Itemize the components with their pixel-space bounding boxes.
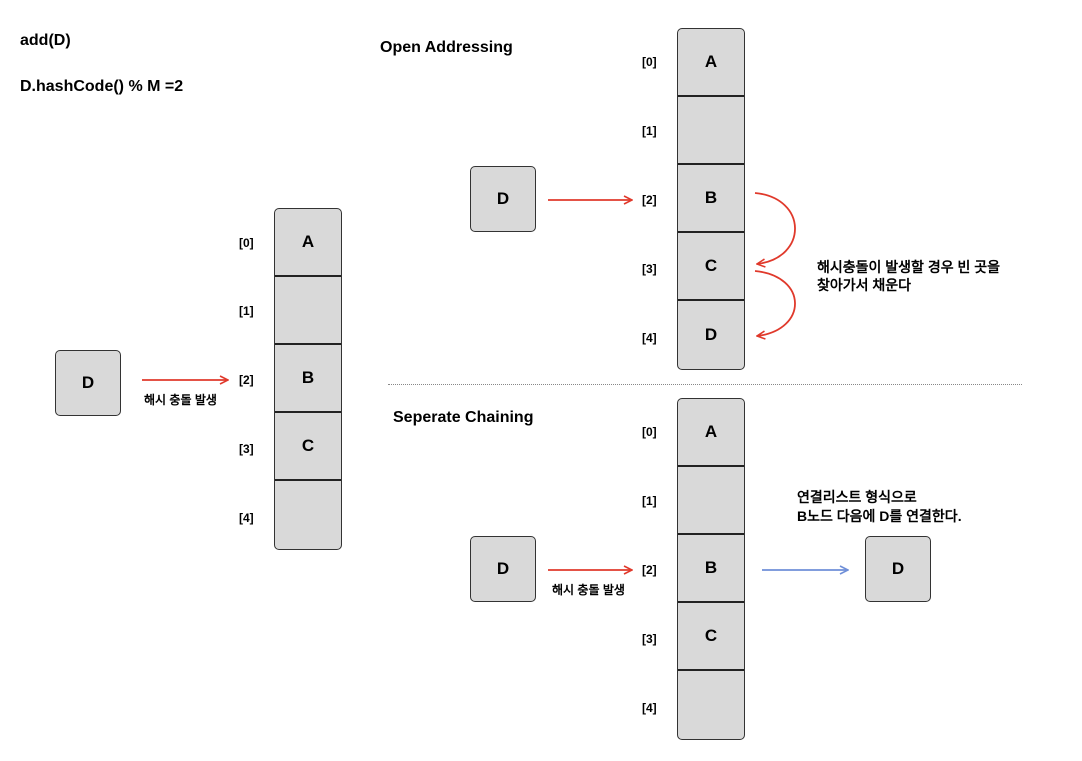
left-hash-table: A B C xyxy=(274,208,342,550)
oa-cell-2: B xyxy=(678,165,744,233)
oa-index-3: [3] xyxy=(642,262,657,276)
left-node-d: D xyxy=(55,350,121,416)
oa-note-line2: 찾아가서 채운다 xyxy=(817,277,912,293)
left-collision-label: 해시 충돌 발생 xyxy=(144,393,217,407)
left-index-0: [0] xyxy=(239,236,254,250)
chaining-linked-node-d: D xyxy=(865,536,931,602)
chaining-collision-label: 해시 충돌 발생 xyxy=(552,583,625,597)
sc-index-3: [3] xyxy=(642,632,657,646)
left-index-3: [3] xyxy=(239,442,254,456)
oa-cell-3: C xyxy=(678,233,744,301)
sc-cell-4 xyxy=(678,671,744,739)
sc-index-0: [0] xyxy=(642,425,657,439)
sc-hash-table: A B C xyxy=(677,398,745,740)
left-cell-4 xyxy=(275,481,341,549)
oa-index-2: [2] xyxy=(642,193,657,207)
code-hash-expression: D.hashCode() % M =2 xyxy=(20,78,184,95)
chaining-node-d: D xyxy=(470,536,536,602)
probe-curve-2-to-3 xyxy=(754,192,796,264)
left-cell-1 xyxy=(275,277,341,345)
oa-cell-4: D xyxy=(704,325,718,344)
sc-cell-0: A xyxy=(678,399,744,467)
left-index-4: [4] xyxy=(239,511,254,525)
open-addressing-node-d: D xyxy=(470,166,536,232)
sc-cell-3: C xyxy=(678,603,744,671)
oa-index-0: [0] xyxy=(642,55,657,69)
oa-cell-1 xyxy=(678,97,744,165)
oa-note-line1: 해시충돌이 발생할 경우 빈 곳을 xyxy=(817,259,1000,275)
probe-curve-3-to-4 xyxy=(754,270,796,336)
sc-cell-1 xyxy=(678,467,744,535)
open-addressing-title: Open Addressing xyxy=(380,39,513,56)
oa-index-4: [4] xyxy=(642,331,657,345)
sc-index-1: [1] xyxy=(642,494,657,508)
oa-cell-0: A xyxy=(678,29,744,97)
sc-note-line1: 연결리스트 형식으로 xyxy=(797,489,917,505)
sc-index-4: [4] xyxy=(642,701,657,715)
sc-cell-2: B xyxy=(678,535,744,603)
code-add-call: add(D) xyxy=(20,32,71,49)
sc-note-line2: B노드 다음에 D를 연결한다. xyxy=(797,508,962,524)
left-cell-3: C xyxy=(275,413,341,481)
oa-index-1: [1] xyxy=(642,124,657,138)
left-index-2: [2] xyxy=(239,373,254,387)
oa-hash-table: A B C D xyxy=(677,28,745,370)
left-cell-2: B xyxy=(275,345,341,413)
left-index-1: [1] xyxy=(239,304,254,318)
section-divider xyxy=(388,384,1022,385)
sc-index-2: [2] xyxy=(642,563,657,577)
separate-chaining-title: Seperate Chaining xyxy=(393,409,534,426)
left-cell-0: A xyxy=(275,209,341,277)
